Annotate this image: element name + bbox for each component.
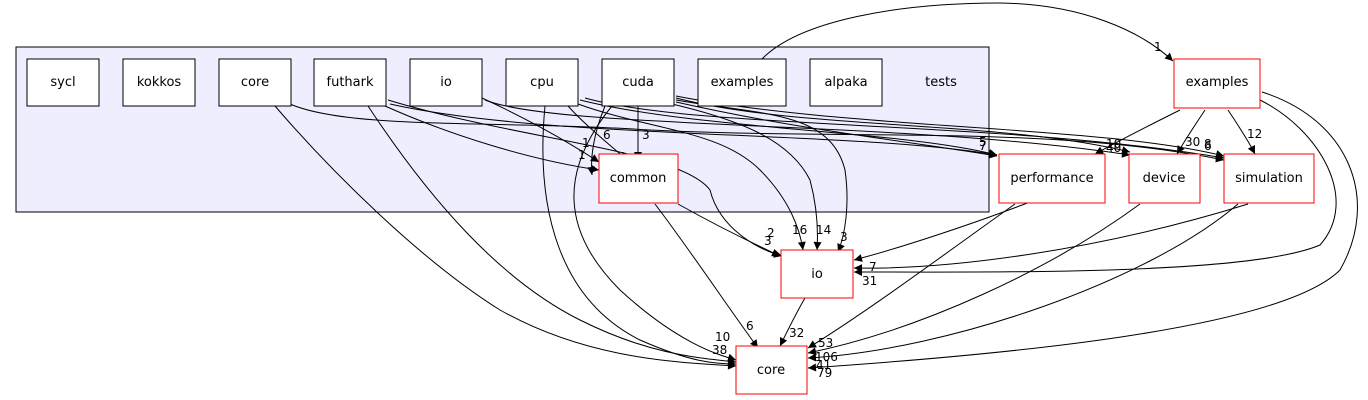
edge-examples-to-simulation: [1227, 109, 1256, 155]
edge-label: 3: [840, 230, 848, 244]
edge-label: 16: [792, 223, 807, 237]
dir-label: io: [440, 75, 452, 90]
edge-core-tests-to-core: [274, 105, 737, 370]
edge-io-tests-to-device: [484, 99, 1131, 158]
edge-label: 8: [1204, 137, 1212, 151]
edges: [274, 2, 1358, 372]
edge-cpu-to-io: [577, 103, 806, 251]
dir-label: examples: [711, 75, 774, 90]
edge-io-to-core: [779, 297, 806, 347]
dir-label: io: [811, 267, 823, 282]
dir-label: device: [1143, 171, 1186, 186]
edge-examples-to-core: [807, 91, 1358, 372]
edge-label: 38: [712, 343, 727, 357]
edge-label: 2: [767, 226, 775, 240]
edge-simulation-to-io: [853, 203, 1249, 273]
edge-cuda-to-simulation: [675, 95, 1225, 158]
dir-label: alpaka: [824, 75, 867, 90]
dir-node-alpaka[interactable]: alpaka: [809, 58, 883, 107]
edge-label: 7: [979, 139, 987, 153]
edge-label: 12: [1247, 127, 1262, 141]
edge-performance-to-core: [807, 203, 1016, 349]
edge-labels: 1 1 1 6 3 5 7 10 40 30 8 6 12 2 3 16 14 …: [578, 40, 1262, 380]
dir-label: examples: [1186, 75, 1249, 90]
edge-label: 5: [979, 135, 987, 149]
edge-label: 41: [816, 358, 831, 372]
dir-node-cuda[interactable]: cuda: [601, 58, 675, 107]
edge-label: 79: [817, 366, 832, 380]
edge-cpu-to-simulation: [584, 97, 1225, 161]
edge-io-tests-to-common: [481, 97, 600, 163]
dir-label: core: [241, 75, 269, 90]
edge-label: 1: [578, 148, 586, 162]
edge-simulation-to-core: [807, 203, 1239, 362]
dir-node-futhark[interactable]: futhark: [313, 58, 387, 107]
dir-label: cuda: [622, 75, 654, 90]
dir-node-performance[interactable]: performance: [998, 153, 1106, 204]
edge-label: 106: [815, 350, 838, 364]
dir-node-simulation[interactable]: simulation: [1223, 153, 1315, 204]
edge-cuda-to-core: [573, 105, 737, 362]
edge-cuda-to-device: [675, 97, 1131, 154]
dir-node-examples-tests[interactable]: examples: [697, 58, 787, 107]
dir-node-common[interactable]: common: [598, 153, 679, 204]
dir-node-core[interactable]: core: [735, 345, 808, 395]
edge-label: 3: [764, 234, 772, 248]
edge-cuda-to-io: [671, 103, 822, 251]
edge-cuda-to-io-2: [675, 99, 848, 253]
edge-cpu-to-core: [542, 105, 737, 368]
edge-label: 10: [1106, 137, 1121, 151]
edge-futhark-to-performance: [389, 103, 998, 158]
dir-node-io-tests[interactable]: io: [409, 58, 483, 107]
edge-label: 32: [789, 326, 804, 340]
edge-label: 7: [869, 260, 877, 274]
edge-common-to-io: [677, 203, 781, 257]
edge-examples-to-device: [1176, 109, 1206, 155]
edge-label: 30: [1185, 135, 1200, 149]
edge-label: 10: [715, 330, 730, 344]
dir-label: common: [610, 171, 667, 186]
dir-label: core: [757, 363, 785, 378]
dir-label: kokkos: [137, 75, 182, 90]
dir-node-examples[interactable]: examples: [1173, 58, 1261, 109]
dir-node-kokkos[interactable]: kokkos: [122, 58, 196, 107]
edge-examples-to-io: [853, 99, 1337, 277]
dir-node-core-tests[interactable]: core: [218, 58, 292, 107]
dir-node-device[interactable]: device: [1128, 153, 1201, 204]
edge-label: 6: [603, 128, 611, 142]
edge-cuda-to-performance: [675, 101, 998, 159]
dir-label: sycl: [50, 75, 75, 90]
edge-label: 31: [862, 274, 877, 288]
dir-label: cpu: [530, 75, 554, 90]
edge-futhark-to-common: [384, 105, 600, 173]
edge-label: 3: [642, 128, 650, 142]
dir-node-io[interactable]: io: [780, 249, 854, 299]
dir-label: futhark: [327, 75, 374, 90]
edge-cpu-to-performance: [579, 99, 998, 157]
cluster-label: tests: [925, 75, 957, 90]
edge-cuda-to-common-2: [587, 105, 606, 176]
outer-nodes: examples performance device simulation i…: [735, 58, 1315, 395]
edge-label: 6: [1204, 139, 1212, 153]
edge-label: 40: [1106, 141, 1121, 155]
edge-common-to-core: [654, 203, 759, 349]
edge-examples-tests-to-examples: [761, 2, 1174, 62]
inner-nodes: sycl kokkos core futhark io cpu cuda ex: [26, 58, 883, 204]
edge-label: 14: [816, 223, 831, 237]
dir-node-sycl[interactable]: sycl: [26, 58, 100, 107]
edge-futhark-to-core: [367, 105, 737, 366]
dir-label: simulation: [1235, 171, 1303, 186]
edge-label: 1: [1154, 40, 1162, 54]
edge-label: 6: [746, 319, 754, 333]
edge-label: 53: [818, 336, 833, 350]
dir-node-cpu[interactable]: cpu: [505, 58, 579, 107]
edge-label: 1: [582, 136, 590, 150]
dir-label: performance: [1010, 171, 1093, 186]
edge-examples-to-performance: [1094, 109, 1181, 155]
edge-device-to-core: [807, 203, 1141, 356]
edge-performance-to-io: [853, 201, 1031, 262]
